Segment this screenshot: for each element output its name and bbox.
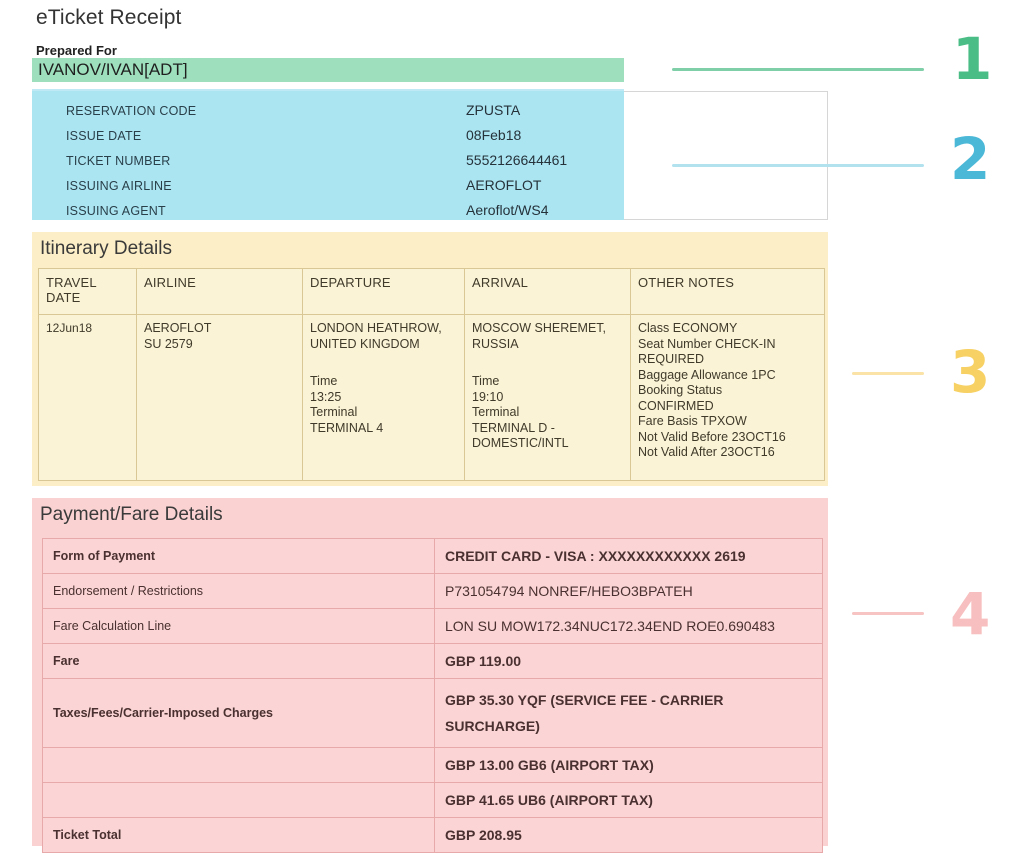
cell-airline: AEROFLOT SU 2579 [136,314,303,481]
note-line: Not Valid Before 23OCT16 [638,429,786,444]
payment-row: GBP 13.00 GB6 (AIRPORT TAX) [42,747,823,783]
passenger-name: IVANOV/IVAN[ADT] [38,60,188,79]
annotation-leader-line-3 [852,372,924,375]
payment-value: GBP 41.65 UB6 (AIRPORT TAX) [434,782,823,818]
flight-number: SU 2579 [144,336,193,351]
reservation-value: 08Feb18 [466,127,522,143]
payment-heading: Payment/Fare Details [40,504,223,525]
departure-time: 13:25 [310,389,342,404]
arrival-time: 19:10 [472,389,504,404]
payment-value: GBP 208.95 [434,817,823,853]
note-line: Not Valid After 23OCT16 [638,445,775,459]
payment-value: GBP 35.30 YQF (SERVICE FEE - CARRIER SUR… [434,678,823,748]
note-line: Class ECONOMY [638,321,738,335]
reservation-key: ISSUE DATE [66,129,142,143]
spacer [472,352,623,374]
column-header-other-notes: OTHER NOTES [630,268,825,315]
arrival-terminal: TERMINAL D - [472,420,555,435]
departure-terminal-label: Terminal [310,405,358,419]
note-line: CONFIRMED [638,398,714,413]
payment-key: Taxes/Fees/Carrier-Imposed Charges [42,678,435,748]
payment-key: Endorsement / Restrictions [42,573,435,609]
reservation-key: ISSUING AGENT [66,204,166,218]
annotation-marker-4: 4 [950,580,991,648]
reservation-row: RESERVATION CODE ZPUSTA [32,101,624,126]
arrival-terminal-line2: DOMESTIC/INTL [472,436,569,450]
departure-country: UNITED KINGDOM [310,336,420,351]
payment-key: Form of Payment [42,538,435,574]
prepared-for-band: IVANOV/IVAN[ADT] [32,58,624,82]
arrival-city: MOSCOW SHEREMET, [472,321,607,335]
annotation-leader-line-4 [852,612,924,615]
payment-row: Fare Calculation Line LON SU MOW172.34NU… [42,608,823,644]
payment-key [42,782,435,818]
reservation-row: ISSUING AIRLINE AEROFLOT [32,176,624,201]
payment-key: Fare Calculation Line [42,608,435,644]
payment-row: Endorsement / Restrictions P731054794 NO… [42,573,823,609]
annotation-leader-line-1 [672,68,924,71]
cell-other-notes: Class ECONOMY Seat Number CHECK-IN REQUI… [630,314,825,481]
reservation-key: ISSUING AIRLINE [66,179,172,193]
departure-city: LONDON HEATHROW, [310,321,442,335]
payment-row: Fare GBP 119.00 [42,643,823,679]
note-line: REQUIRED [638,352,704,366]
spacer [310,352,457,374]
airline-name: AEROFLOT [144,321,212,335]
payment-value: LON SU MOW172.34NUC172.34END ROE0.690483 [434,608,823,644]
prepared-for-label: Prepared For [36,43,117,58]
reservation-value: ZPUSTA [466,102,521,118]
payment-row: Ticket Total GBP 208.95 [42,817,823,853]
payment-table: Form of Payment CREDIT CARD - VISA : XXX… [42,538,823,853]
note-line: Fare Basis TPXOW [638,414,747,428]
departure-time-label: Time [310,374,338,388]
itinerary-table: TRAVEL DATE AIRLINE DEPARTURE ARRIVAL OT… [38,268,825,481]
cell-departure: LONDON HEATHROW, UNITED KINGDOM Time 13:… [302,314,465,481]
payment-key [42,747,435,783]
note-line: Booking Status [638,383,723,397]
payment-row: GBP 41.65 UB6 (AIRPORT TAX) [42,782,823,818]
itinerary-heading: Itinerary Details [40,238,172,259]
reservation-key: RESERVATION CODE [66,104,197,118]
cell-arrival: MOSCOW SHEREMET, RUSSIA Time 19:10 Termi… [464,314,631,481]
reservation-value: Aeroflot/WS4 [466,202,549,218]
payment-key: Fare [42,643,435,679]
arrival-time-label: Time [472,374,500,388]
payment-value: CREDIT CARD - VISA : XXXXXXXXXXXX 2619 [434,538,823,574]
note-line: Baggage Allowance 1PC [638,367,776,382]
note-line: Seat Number CHECK-IN [638,336,776,351]
payment-section: Payment/Fare Details Form of Payment CRE… [32,498,828,853]
reservation-row: ISSUING AGENT Aeroflot/WS4 [32,201,624,226]
payment-row: Taxes/Fees/Carrier-Imposed Charges GBP 3… [42,678,823,748]
column-header-arrival: ARRIVAL [464,268,631,315]
annotation-marker-2: 2 [950,125,991,193]
annotation-marker-3: 3 [950,338,991,406]
payment-value: GBP 119.00 [434,643,823,679]
reservation-row: TICKET NUMBER 5552126644461 [32,151,624,176]
page-title: eTicket Receipt [36,6,182,29]
payment-row: Form of Payment CREDIT CARD - VISA : XXX… [42,538,823,574]
itinerary-header-row: TRAVEL DATE AIRLINE DEPARTURE ARRIVAL OT… [38,268,825,315]
itinerary-section: Itinerary Details TRAVEL DATE AIRLINE DE… [32,232,828,486]
reservation-band: RESERVATION CODE ZPUSTA ISSUE DATE 08Feb… [32,89,624,220]
payment-value: GBP 13.00 GB6 (AIRPORT TAX) [434,747,823,783]
annotation-leader-line-2 [672,164,924,167]
arrival-country: RUSSIA [472,336,519,351]
reservation-value: AEROFLOT [466,177,542,193]
departure-terminal: TERMINAL 4 [310,420,384,435]
cell-travel-date: 12Jun18 [38,314,137,481]
payment-value: P731054794 NONREF/HEBO3BPATEH [434,573,823,609]
reservation-row: ISSUE DATE 08Feb18 [32,126,624,151]
column-header-travel-date: TRAVEL DATE [38,268,137,315]
payment-key: Ticket Total [42,817,435,853]
itinerary-row: 12Jun18 AEROFLOT SU 2579 LONDON HEATHROW… [38,314,825,481]
annotation-marker-1: 1 [952,25,993,93]
column-header-departure: DEPARTURE [302,268,465,315]
reservation-value: 5552126644461 [466,152,568,168]
column-header-airline: AIRLINE [136,268,303,315]
arrival-terminal-label: Terminal [472,405,520,419]
reservation-key: TICKET NUMBER [66,154,171,168]
